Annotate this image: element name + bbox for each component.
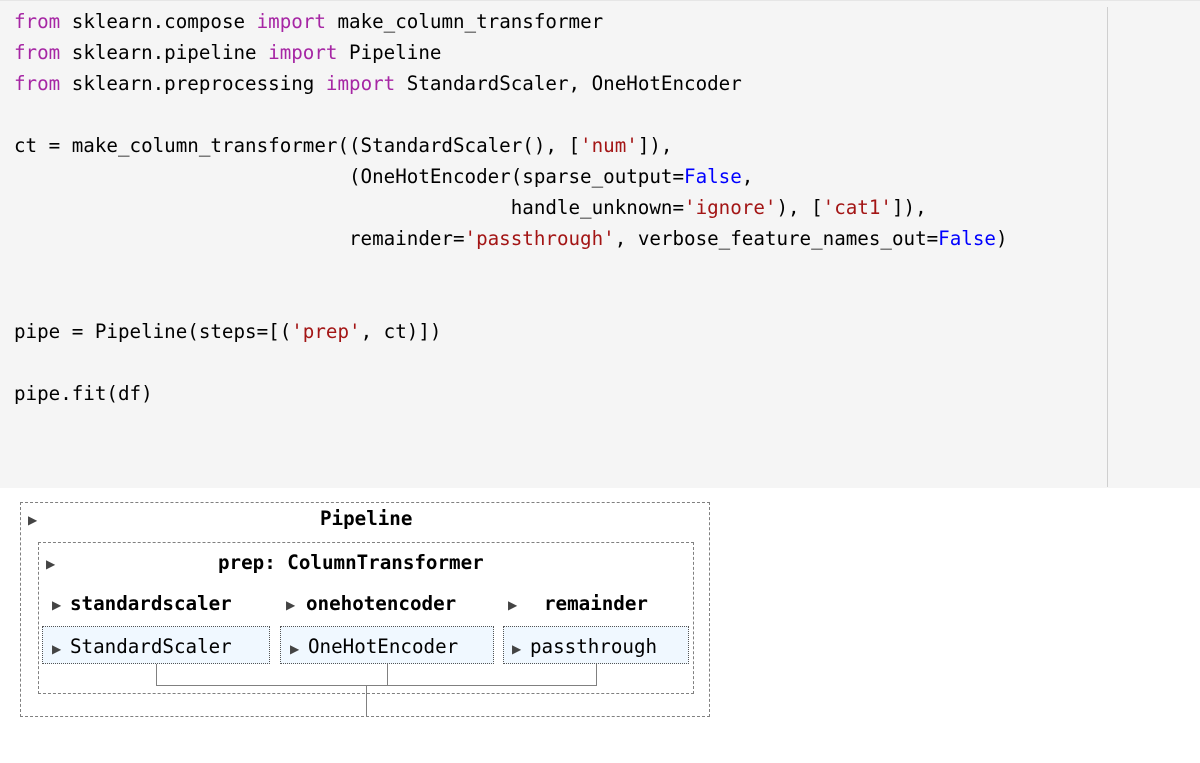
estimator-standardscaler[interactable]: StandardScaler xyxy=(70,635,232,658)
estimator-box-standardscaler[interactable] xyxy=(42,626,270,664)
code-line-1: from sklearn.compose import make_column_… xyxy=(14,10,604,33)
code-cell[interactable]: from sklearn.compose import make_column_… xyxy=(0,0,1200,488)
code-line-6: (OneHotEncoder(sparse_output=False, xyxy=(14,165,754,188)
remainder-toggle-icon[interactable]: ▶ xyxy=(508,598,518,612)
code-editor[interactable]: from sklearn.compose import make_column_… xyxy=(14,6,1008,409)
branch-label-standardscaler[interactable]: standardscaler xyxy=(70,592,232,615)
pipeline-toggle-icon[interactable]: ▶ xyxy=(28,513,38,527)
onehotencoder-estimator-toggle-icon[interactable]: ▶ xyxy=(290,642,300,656)
code-line-11: pipe = Pipeline(steps=[('prep', ct)]) xyxy=(14,320,442,343)
onehotencoder-toggle-icon[interactable]: ▶ xyxy=(286,598,296,612)
branch-label-remainder[interactable]: remainder xyxy=(544,592,648,615)
passthrough-estimator-toggle-icon[interactable]: ▶ xyxy=(512,642,522,656)
code-line-8: remainder='passthrough', verbose_feature… xyxy=(14,227,1008,250)
standardscaler-estimator-toggle-icon[interactable]: ▶ xyxy=(52,642,62,656)
pipeline-diagram: ▶ Pipeline ▶ prep: ColumnTransformer ▶ s… xyxy=(0,487,1200,763)
connector-passthrough xyxy=(596,664,597,686)
code-line-5: ct = make_column_transformer((StandardSc… xyxy=(14,134,673,157)
connector-standardscaler xyxy=(156,664,157,686)
connector-merge xyxy=(156,685,597,686)
estimator-box-onehotencoder[interactable] xyxy=(280,626,494,664)
code-line-3: from sklearn.preprocessing import Standa… xyxy=(14,72,742,95)
branch-label-onehotencoder[interactable]: onehotencoder xyxy=(306,592,457,615)
standardscaler-toggle-icon[interactable]: ▶ xyxy=(52,598,62,612)
pipeline-label[interactable]: Pipeline xyxy=(320,507,413,530)
code-line-7: handle_unknown='ignore'), ['cat1']), xyxy=(14,196,927,219)
column-transformer-label[interactable]: prep: ColumnTransformer xyxy=(218,551,484,574)
estimator-passthrough[interactable]: passthrough xyxy=(530,635,658,658)
code-cell-scrollbar[interactable] xyxy=(1107,7,1108,487)
connector-output xyxy=(366,685,367,717)
estimator-box-passthrough[interactable] xyxy=(503,626,689,664)
column-transformer-toggle-icon[interactable]: ▶ xyxy=(46,557,56,571)
connector-onehotencoder xyxy=(387,664,388,686)
code-line-13: pipe.fit(df) xyxy=(14,382,153,405)
estimator-onehotencoder[interactable]: OneHotEncoder xyxy=(308,635,459,658)
code-line-2: from sklearn.pipeline import Pipeline xyxy=(14,41,442,64)
pipeline-box xyxy=(20,502,710,717)
